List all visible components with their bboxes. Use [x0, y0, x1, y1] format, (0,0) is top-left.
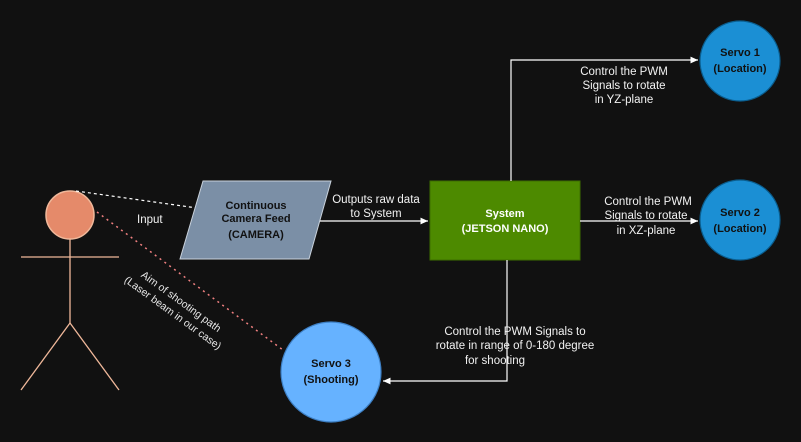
to-servo3-arrow — [383, 260, 508, 385]
input-connector — [75, 190, 198, 209]
camera-line2: Camera Feed — [221, 213, 290, 225]
user-right-leg — [69, 322, 120, 391]
servo2-line1: Servo 2 — [720, 207, 760, 219]
to-servo1-label-1: Control the PWM — [580, 66, 668, 78]
to-servo1-label-2: Signals to rotate — [582, 80, 665, 92]
servo1-shape — [699, 20, 781, 102]
system-line2: (JETSON NANO) — [462, 223, 549, 235]
system-shape — [429, 180, 581, 261]
servo1-node: Servo 1 (Location) — [699, 20, 781, 102]
aim-connector — [96, 211, 284, 351]
system-node: System (JETSON NANO) — [429, 180, 581, 261]
servo2-shape — [699, 179, 781, 261]
to-servo2-label-1: Control the PWM — [604, 196, 692, 208]
user-stick-figure — [20, 190, 120, 391]
aim-label: Aim of shooting path (Laser beam in our … — [122, 269, 223, 352]
servo1-line2: (Location) — [713, 63, 766, 75]
camera-line3: (CAMERA) — [228, 229, 284, 241]
servo3-node: Servo 3 (Shooting) — [280, 321, 382, 423]
servo2-node: Servo 2 (Location) — [699, 179, 781, 261]
system-line1: System — [485, 208, 524, 220]
camera-line1: Continuous — [225, 200, 286, 212]
to-servo3-label-3: for shooting — [465, 355, 525, 367]
to-servo3-label-1: Control the PWM Signals to — [444, 326, 585, 338]
servo1-line1: Servo 1 — [720, 47, 760, 59]
servo2-line2: (Location) — [713, 223, 766, 235]
user-left-leg — [20, 322, 71, 391]
to-servo2-label-3: in XZ-plane — [617, 225, 676, 237]
to-servo1-arrow — [510, 56, 698, 181]
to-servo2-label-2: Signals to rotate — [604, 210, 687, 222]
user-head — [45, 190, 95, 240]
raw-data-label-1: Outputs raw data — [332, 194, 420, 206]
raw-data-label-2: to System — [350, 208, 401, 220]
to-servo1-label-3: in YZ-plane — [595, 94, 654, 106]
camera-shape — [179, 180, 332, 260]
servo3-line2: (Shooting) — [304, 374, 359, 386]
input-label: Input — [137, 214, 163, 226]
camera-node: Continuous Camera Feed (CAMERA) — [179, 180, 332, 260]
to-servo3-label-2: rotate in range of 0-180 degree — [436, 340, 595, 352]
servo3-line1: Servo 3 — [311, 358, 351, 370]
servo3-shape — [280, 321, 382, 423]
